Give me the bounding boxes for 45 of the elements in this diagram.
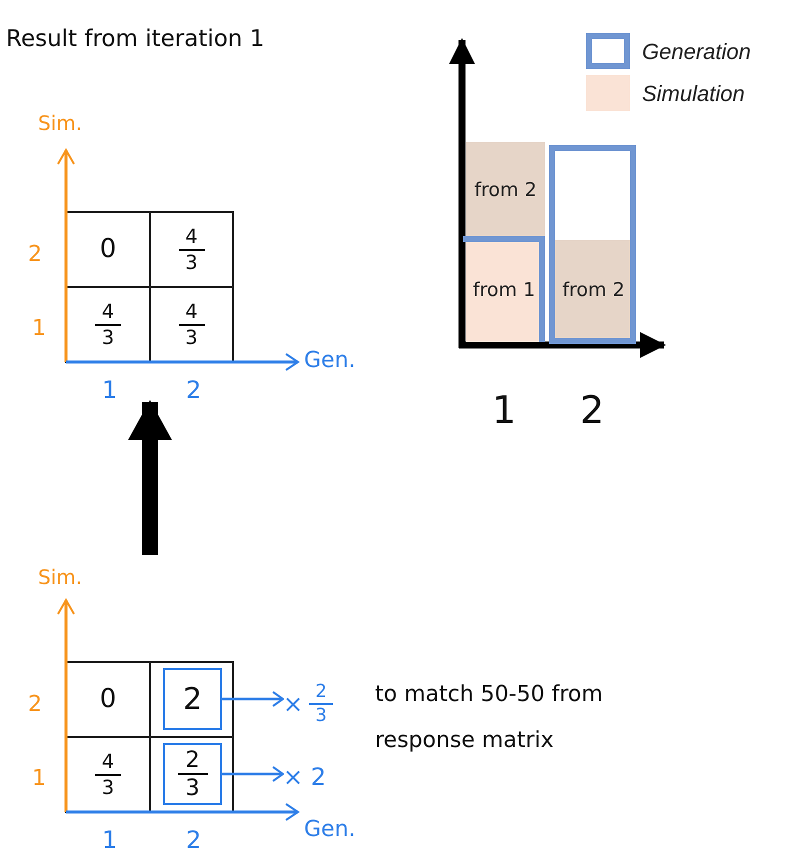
numerator: 4 [184,302,199,322]
label: 1 [32,315,46,343]
denominator: 3 [100,778,116,797]
value-text: from 2 [562,278,625,303]
label: 2 [186,375,202,406]
bar-segment [555,240,632,340]
numerator: 2 [314,683,328,701]
value-text: from 2 [474,178,537,203]
highlight-box [163,668,222,730]
legend-text: Generation [642,38,751,66]
value-text: from 1 [472,278,536,303]
label: Gen. [304,816,356,844]
numerator: 4 [100,302,116,322]
value-text: × 2 [283,762,326,793]
legend-text: Simulation [642,80,745,108]
label: Sim. [38,110,82,137]
label: to match 50-50 from response matrix [375,681,604,755]
denominator: 3 [184,328,199,347]
block-arrow [128,400,172,555]
label: 1 [492,387,516,434]
denominator: 3 [184,777,201,800]
label: Sim. [38,564,82,591]
bar-segment [466,142,545,238]
value-text: 0 [100,233,116,266]
label: Gen. [304,347,356,375]
numerator: 4 [100,752,116,772]
value-text: 2 [182,680,202,718]
title: Result from iteration 1 [6,25,264,54]
denominator: 3 [100,328,116,347]
denominator: 3 [184,252,199,272]
value-text: × [283,689,304,720]
denominator: 3 [314,707,328,725]
label: 2 [580,387,604,434]
arrow [222,691,284,707]
label: 1 [102,825,118,850]
numerator: 4 [184,227,199,246]
label: 1 [102,375,118,406]
arrow [222,766,284,782]
label: 1 [32,765,46,793]
label: 2 [28,241,42,269]
highlight-box [163,743,222,805]
label: 2 [28,691,42,719]
numerator: 2 [184,748,201,771]
label: 2 [186,825,202,850]
value-text: 0 [100,683,116,716]
